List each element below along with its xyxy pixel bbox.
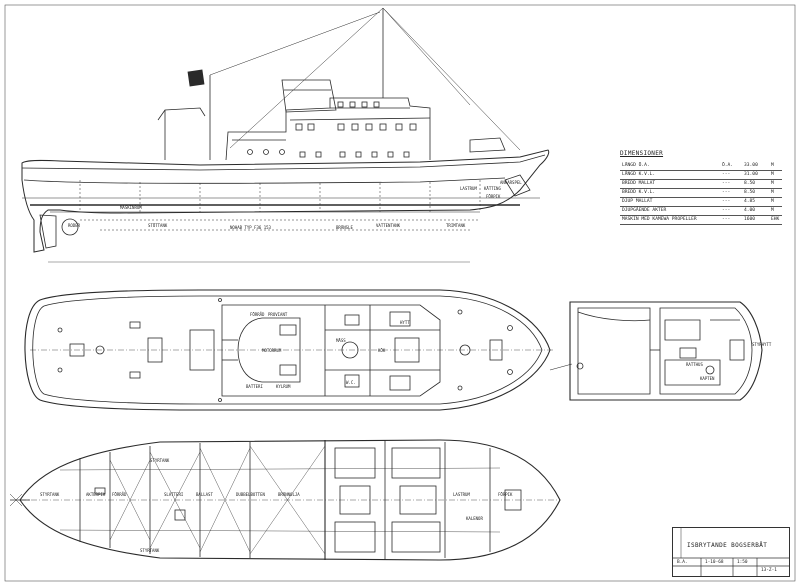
label-kapten: KAPTEN: [700, 376, 715, 381]
label-rathus: RATTHUS: [686, 362, 703, 367]
label-styrtank-bb: STYRTANK: [140, 548, 160, 553]
label-ankarspel: ANKARSPEL: [500, 180, 522, 185]
dim-value: 4.00: [744, 208, 756, 213]
dim-abbr: ---: [722, 208, 731, 213]
label-hytt: HYTT: [400, 320, 410, 325]
deck-plan: [24, 289, 555, 411]
profile-view: [21, 7, 550, 263]
dim-row: DJUP MALLAT --- 4.85 M: [620, 198, 782, 207]
label-forpik-plan: FÖRPIK: [498, 492, 513, 497]
dim-value: 33.00: [744, 163, 758, 168]
dim-unit: M: [771, 163, 774, 168]
wheelhouse-text: STYRHYTT RATTHUS KAPTEN: [686, 342, 772, 381]
tank-plan: [9, 439, 561, 561]
deck-text: MOTORRUM FÖRRÅD PROVIANT MÄSS HYTT W.C. …: [246, 312, 410, 389]
label-kattingar: KÄTTING: [484, 186, 501, 191]
label-vattentank: VATTENTANK: [376, 223, 401, 228]
dim-row: LÄNGD K.V.L. --- 31.00 M: [620, 171, 782, 180]
dim-unit: M: [771, 199, 774, 204]
dim-unit: M: [771, 181, 774, 186]
label-proviant: PROVIANT: [268, 312, 288, 317]
label-roder: RODER: [68, 223, 81, 228]
label-forpik: FÖRPIK: [486, 194, 501, 199]
dim-row: MASKIN MED KAMEWA PROPELLER --- 1600 EHK: [620, 216, 782, 225]
profile-windows: [247, 101, 417, 158]
label-nohab: NOHAB TYP F36 153: [230, 225, 272, 230]
label-kalenor: KALENOR: [466, 516, 483, 521]
dim-abbr: Ö.A.: [722, 163, 734, 168]
label-mass: MÄSS: [336, 338, 346, 343]
label-dubbelbotten: DUBBELBOTTEN: [236, 492, 265, 497]
dim-value: 1600: [744, 217, 756, 222]
title-block: ISBRYTANDE BOGSERBÅT B.A. 1-10-68 1:50 1…: [672, 527, 790, 577]
dim-label: BREDD K.V.L.: [622, 190, 656, 195]
label-ballast: BALLAST: [196, 492, 213, 497]
dim-unit: EHK: [771, 217, 780, 222]
label-lastrum: LASTRUM: [460, 186, 477, 191]
dim-value: 8.50: [744, 190, 756, 195]
dimensions-title: DIMENSIONER: [620, 150, 664, 157]
title-cell-scale: 1:50: [737, 560, 748, 565]
dim-abbr: ---: [722, 190, 731, 195]
dim-row: DJUPGÅENDE AKTER --- 4.00 M: [620, 207, 782, 216]
label-brannolja: BRÄNNOLJA: [278, 492, 300, 497]
label-lastrum-plan: LASTRUM: [453, 492, 470, 497]
dim-unit: M: [771, 190, 774, 195]
dim-unit: M: [771, 208, 774, 213]
dim-row: BREDD K.V.L. --- 8.50 M: [620, 189, 782, 198]
label-wc: W.C.: [346, 380, 356, 385]
label-bransle: BRÄNSLE: [336, 225, 353, 230]
dim-label: MASKIN MED KAMEWA PROPELLER: [622, 217, 697, 222]
title-cell-date: 1-10-68: [705, 560, 724, 565]
dim-abbr: ---: [722, 199, 731, 204]
label-kyl: KYLRUM: [276, 384, 291, 389]
label-batteri: BATTERI: [246, 384, 263, 389]
dim-label: LÄNGD Ö.A.: [622, 163, 650, 168]
drawing-title: ISBRYTANDE BOGSERBÅT: [687, 542, 768, 549]
title-cell-drawn: B.A.: [677, 560, 688, 565]
dim-value: 4.85: [744, 199, 756, 204]
dim-abbr: ---: [722, 181, 731, 186]
wheelhouse-plan: [549, 301, 763, 401]
label-stryhytt: STYRHYTT: [752, 342, 772, 347]
dim-abbr: ---: [722, 217, 731, 222]
dim-unit: M: [771, 172, 774, 177]
label-slatt: SLATTERI: [164, 492, 184, 497]
label-stoltank: STÖTTANK: [148, 223, 168, 228]
label-trimtank: TRIMTANK: [446, 223, 466, 228]
label-akterpik: AKTERPIK: [86, 492, 106, 497]
dim-value: 8.50: [744, 181, 756, 186]
label-forrad: FÖRRÅD: [250, 312, 265, 317]
dimensions-table: DIMENSIONER LÄNGD Ö.A. Ö.A. 33.00 M LÄNG…: [620, 150, 782, 246]
profile-text: MASKINRUM LASTRUM KÄTTING ANKARSPEL FÖRP…: [68, 180, 522, 230]
dim-value: 31.00: [744, 172, 758, 177]
dim-label: LÄNGD K.V.L.: [622, 172, 656, 177]
label-lastrum-aft: MASKINRUM: [120, 205, 142, 210]
title-block-grid: [673, 528, 789, 576]
dim-label: DJUP MALLAT: [622, 199, 653, 204]
dim-label: BREDD MALLAT: [622, 181, 656, 186]
dim-row: LÄNGD Ö.A. Ö.A. 33.00 M: [620, 162, 782, 171]
dim-label: DJUPGÅENDE AKTER: [622, 208, 667, 213]
label-forrad-plan: FÖRRÅD: [112, 492, 127, 497]
label-motorrum: MOTORRUM: [262, 348, 282, 353]
label-styrtank-aft: STYRTANK: [40, 492, 60, 497]
dim-row: BREDD MALLAT --- 8.50 M: [620, 180, 782, 189]
tank-text: STYRTANK STYRTANK STYRTANK AKTERPIK FÖRR…: [40, 458, 513, 553]
dim-abbr: ---: [722, 172, 731, 177]
label-styrtank-stb: STYRTANK: [150, 458, 170, 463]
drawing-frame: [4, 4, 796, 582]
title-cell-number: 13-Z-1: [761, 568, 777, 573]
label-kok: KÖK: [378, 348, 386, 353]
